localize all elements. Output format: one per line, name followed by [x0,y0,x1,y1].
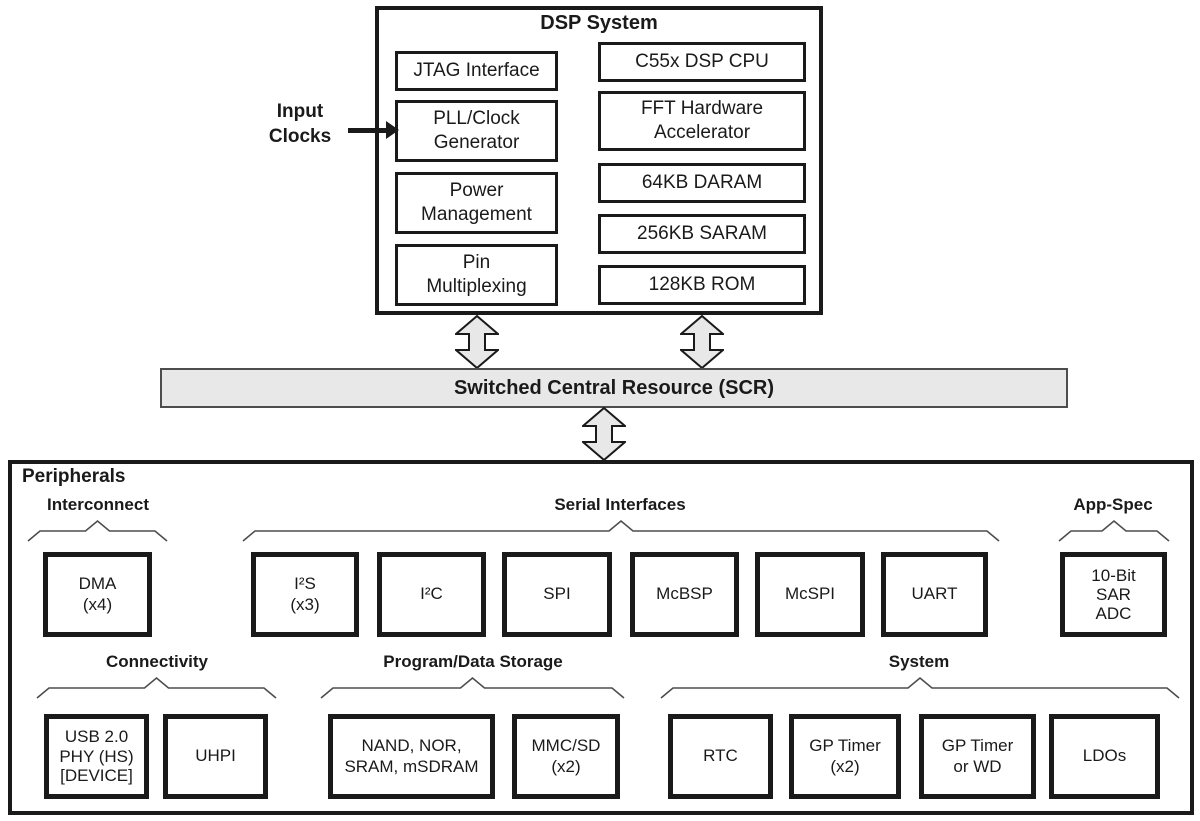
block-rtc: RTC [668,714,773,799]
brace-program-data-storage-icon [320,676,625,699]
group-label-program-data-storage: Program/Data Storage [383,652,563,671]
peripherals-title: Peripherals [22,466,126,487]
block-mmc-sd: MMC/SD (x2) [512,714,620,799]
block-mcbsp: McBSP [630,552,739,637]
dsp-system-title: DSP System [540,12,658,34]
bidir-arrow-dsp-right-icon [680,315,724,369]
block-gp-timer-x2: GP Timer (x2) [789,714,901,799]
brace-app-spec-icon [1058,519,1170,542]
block-64kb-daram: 64KB DARAM [598,163,806,203]
block-i2s: I²S (x3) [251,552,359,637]
scr-label: Switched Central Resource (SCR) [453,376,775,399]
block-uart: UART [881,552,988,637]
block-pll-clock-generator: PLL/Clock Generator [395,100,558,162]
block-gp-timer-or-wd: GP Timer or WD [919,714,1036,799]
brace-interconnect-icon [27,519,168,542]
brace-connectivity-icon [36,676,277,699]
input-clocks-label: Input Clocks [268,101,332,147]
group-label-app-spec: App-Spec [1073,495,1153,514]
block-spi: SPI [502,552,612,637]
block-256kb-saram: 256KB SARAM [598,214,806,254]
brace-serial-interfaces-icon [242,519,1000,542]
block-ldos: LDOs [1049,714,1160,799]
scr-bar: Switched Central Resource (SCR) [160,368,1068,408]
input-clocks-arrow-icon [348,128,388,133]
bidir-arrow-dsp-left-icon [455,315,499,369]
block-dma: DMA (x4) [43,552,152,637]
group-label-serial-interfaces: Serial Interfaces [554,495,686,514]
block-c55x-dsp-cpu: C55x DSP CPU [598,42,806,82]
input-clocks-arrowhead-icon [386,121,399,139]
bidir-arrow-scr-peripherals-icon [582,407,626,461]
block-usb-phy: USB 2.0 PHY (HS) [DEVICE] [44,714,149,799]
block-jtag-interface: JTAG Interface [395,51,558,91]
block-128kb-rom: 128KB ROM [598,265,806,305]
block-fft-hardware-accelerator: FFT Hardware Accelerator [598,91,806,151]
block-uhpi: UHPI [163,714,268,799]
group-label-interconnect: Interconnect [46,495,150,514]
group-label-system: System [888,652,950,671]
block-i2c: I²C [377,552,486,637]
group-label-connectivity: Connectivity [105,652,209,671]
block-10bit-sar-adc: 10-Bit SAR ADC [1060,552,1167,637]
block-mcspi: McSPI [755,552,865,637]
block-power-management: Power Management [395,172,558,234]
block-pin-multiplexing: Pin Multiplexing [395,244,558,306]
block-nand-nor-sram-msdram: NAND, NOR, SRAM, mSDRAM [328,714,495,799]
brace-system-icon [660,676,1180,699]
